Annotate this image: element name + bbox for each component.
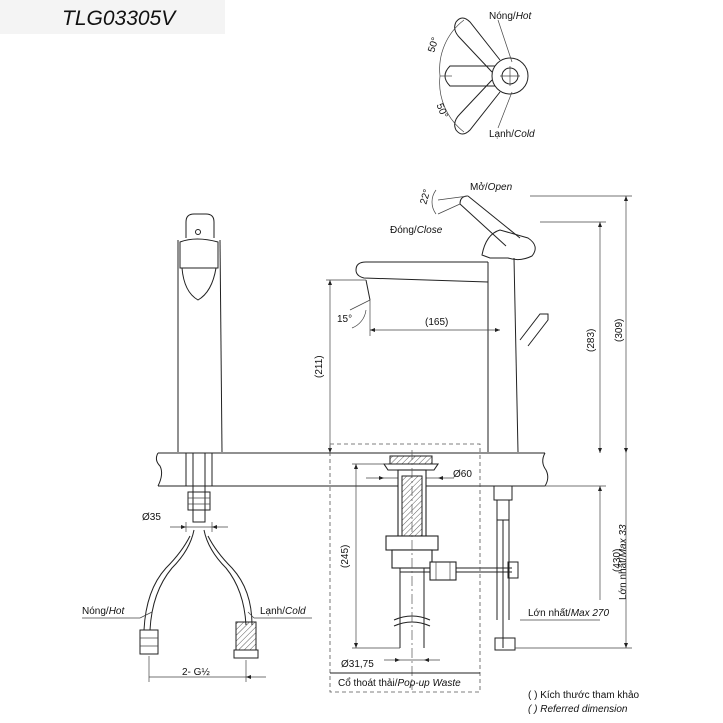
- spout-reach: (165): [425, 317, 448, 328]
- lever-height: (283): [586, 329, 597, 352]
- open-label: Mở/Open: [470, 181, 513, 193]
- top-hot-label: Nóng/Hot: [489, 11, 532, 22]
- total-height: (309): [614, 319, 625, 342]
- waste-length: (245): [340, 545, 351, 568]
- max-length: Lớn nhất/Max 270: [528, 607, 609, 619]
- spout-angle: 15°: [337, 314, 352, 325]
- waste-label: Cổ thoát thải/Pop-up Waste: [338, 677, 461, 689]
- shank-diameter: Ø35: [142, 512, 161, 523]
- legend-line-2: ( ) Referred dimension: [528, 704, 628, 715]
- countertop: [155, 452, 549, 487]
- front-view-faucet: Ø35 2- G½ Nóng/Hot Lạnh/Cold: [82, 213, 312, 682]
- side-view-dimensions: (309) (283) (211) (165) 15° 22° Mở/Open …: [314, 181, 632, 649]
- close-label: Đóng/Close: [390, 225, 443, 236]
- spout-height: (211): [314, 355, 325, 378]
- front-hot-label: Nóng/Hot: [82, 606, 125, 617]
- lever-angle: 22°: [419, 188, 434, 205]
- thread-label: 2- G½: [182, 667, 210, 678]
- front-cold-label: Lạnh/Cold: [260, 606, 306, 617]
- model-number: TLG03305V: [62, 7, 177, 30]
- outlet-diameter: Ø60: [453, 469, 472, 480]
- side-view-faucet: [355, 195, 549, 651]
- legend-line-1: ( ) Kích thước tham khảo: [528, 690, 640, 701]
- top-cold-label: Lạnh/Cold: [489, 129, 535, 140]
- handle-top-view: 50° 50° Nóng/Hot Lạnh/Cold: [426, 11, 535, 140]
- pop-up-waste: Ø60 (245) Ø31,75 Cổ thoát thải/Pop-up Wa…: [329, 443, 481, 693]
- waste-diameter: Ø31,75: [341, 659, 374, 670]
- legend: ( ) Kích thước tham khảo ( ) Referred di…: [528, 690, 640, 715]
- cold-angle: 50°: [434, 102, 450, 120]
- hot-angle: 50°: [426, 36, 441, 54]
- overall-below: (430): [612, 549, 623, 572]
